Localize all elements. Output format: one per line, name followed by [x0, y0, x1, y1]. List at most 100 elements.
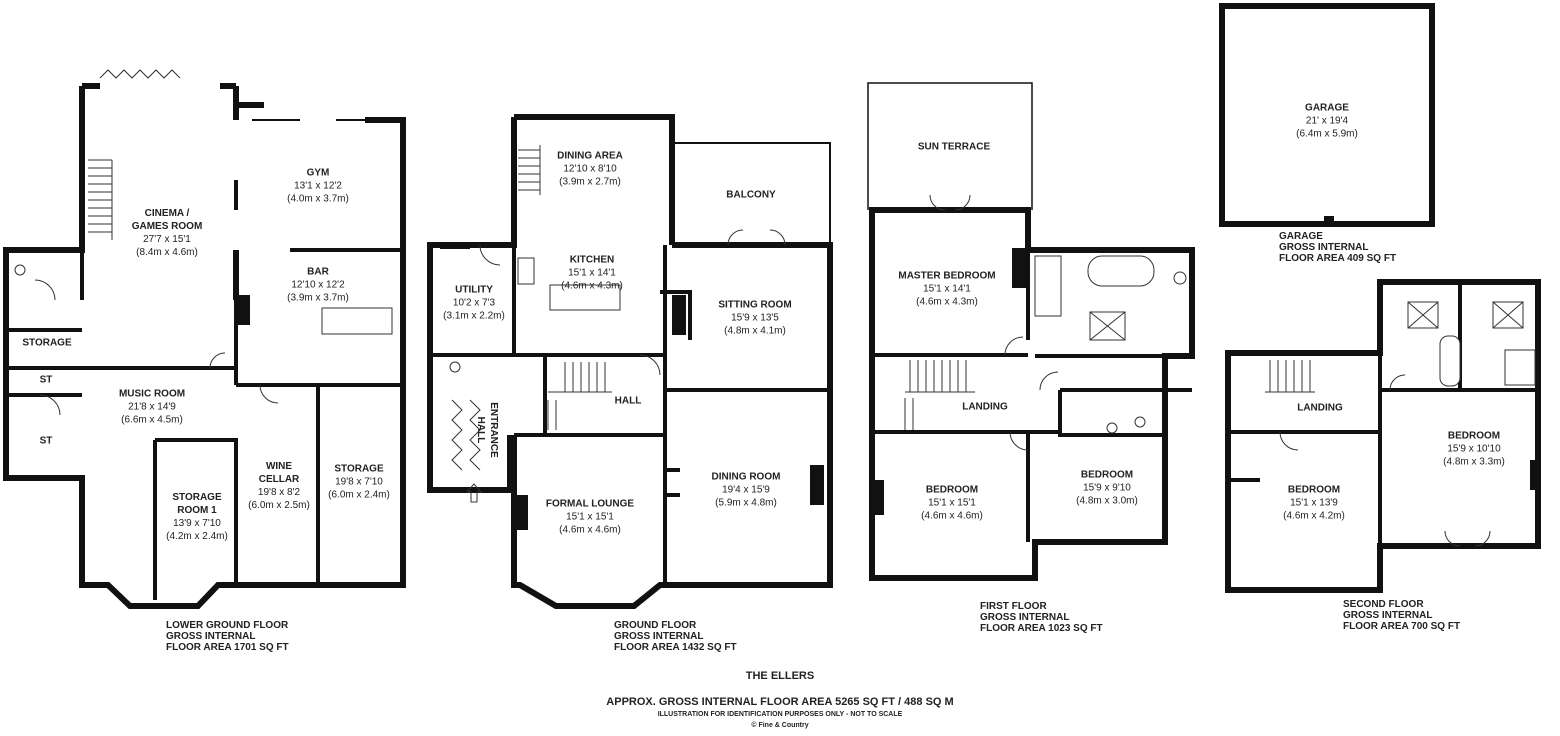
room-name: CINEMA /	[144, 208, 190, 219]
copyright: © Fine & Country	[751, 722, 809, 729]
room-sun-terrace: SUN TERRACE	[918, 141, 990, 154]
door-arc	[1279, 431, 1299, 451]
room-size: 19'8 x 7'10	[335, 476, 383, 488]
floor-caption-second: SECOND FLOOR GROSS INTERNAL FLOOR AREA 7…	[1343, 599, 1460, 632]
shower-tray-2	[1504, 349, 1536, 386]
door-arc	[259, 384, 279, 404]
room-name: BEDROOM	[1447, 430, 1501, 442]
chimney-breast	[514, 495, 528, 530]
room-master-bedroom: MASTER BEDROOM 15'1 x 14'1 (4.6m x 4.3m)	[898, 270, 995, 309]
ground-windows	[440, 116, 760, 586]
room-name: SITTING ROOM	[718, 299, 792, 311]
room-landing: LANDING	[1297, 402, 1343, 415]
room-bedroom: BEDROOM 15'1 x 13'9 (4.6m x 4.2m)	[1283, 484, 1345, 523]
room-name: ENTRANCE	[488, 402, 499, 458]
second-stairs	[1265, 360, 1315, 393]
room-size-metric: (4.0m x 3.7m)	[287, 193, 349, 205]
chimney-breast	[236, 295, 250, 325]
floor-caption-first: FIRST FLOOR GROSS INTERNAL FLOOR AREA 10…	[980, 601, 1103, 634]
first-stairs	[904, 360, 975, 430]
wc	[1134, 416, 1146, 428]
cinema-stairs	[88, 159, 113, 240]
caption-line: SECOND FLOOR	[1343, 599, 1424, 610]
door-arc	[639, 354, 661, 376]
wc	[14, 264, 26, 276]
hob	[517, 257, 535, 285]
caption-line: FLOOR AREA 409 SQ FT	[1279, 253, 1397, 264]
room-name: SUN TERRACE	[917, 141, 991, 153]
room-size: 27'7 x 15'1	[143, 234, 191, 245]
balcony-outline	[671, 142, 831, 245]
room-size: 15'9 x 13'5	[731, 312, 779, 324]
caption-line: GROSS INTERNAL	[1279, 242, 1369, 253]
room-name: BAR	[307, 266, 329, 278]
room-name: DINING ROOM	[711, 471, 781, 483]
entrance-arrow	[465, 483, 483, 503]
room-music: MUSIC ROOM 21'8 x 14'9 (6.6m x 4.5m)	[119, 388, 185, 427]
room-name: DINING AREA	[557, 150, 623, 162]
chimney-breast	[810, 465, 824, 505]
garage-post	[1324, 216, 1334, 226]
property-name: THE ELLERS	[745, 670, 815, 682]
room-st: ST	[40, 435, 53, 448]
caption-line: FIRST FLOOR	[980, 601, 1047, 612]
room-bedroom: BEDROOM 15'9 x 9'10 (4.8m x 3.0m)	[1076, 469, 1138, 508]
room-size: 13'1 x 12'2	[294, 180, 342, 192]
room-size: 15'1 x 15'1	[928, 497, 976, 509]
chimney-breast	[1530, 460, 1540, 490]
caption-line: GROSS INTERNAL	[980, 612, 1070, 623]
room-dining-room: DINING ROOM 19'4 x 15'9 (5.9m x 4.8m)	[712, 471, 781, 510]
room-size-metric: (4.8m x 4.1m)	[724, 325, 786, 337]
chimney-breast	[1012, 248, 1026, 288]
dining-stairs	[518, 145, 541, 195]
room-name: GAMES ROOM	[131, 221, 203, 232]
room-name: MUSIC ROOM	[118, 388, 186, 400]
door-arc	[727, 229, 744, 246]
hall-stairs	[547, 362, 612, 430]
room-name: LANDING	[1297, 402, 1343, 414]
room-size-metric: (4.6m x 4.2m)	[1283, 510, 1345, 522]
room-size-metric: (6.0m x 2.5m)	[248, 500, 310, 511]
room-size: 12'10 x 12'2	[291, 279, 345, 291]
room-size: 15'1 x 14'1	[923, 283, 971, 295]
wc	[449, 361, 461, 373]
room-size: 12'10 x 8'10	[563, 163, 617, 175]
room-cinema: CINEMA / GAMES ROOM 27'7 x 15'1 (8.4m x …	[132, 207, 203, 259]
caption-line: LOWER GROUND FLOOR	[166, 620, 289, 631]
room-size: 15'9 x 10'10	[1447, 443, 1501, 455]
room-dining-area: DINING AREA 12'10 x 8'10 (3.9m x 2.7m)	[557, 150, 623, 189]
room-name: FORMAL LOUNGE	[545, 498, 635, 510]
caption-line: FLOOR AREA 1701 SQ FT	[166, 642, 289, 653]
room-name: GARAGE	[1305, 102, 1349, 114]
kitchen-island	[549, 284, 621, 311]
door-arc	[1389, 374, 1406, 391]
room-storage: STORAGE	[22, 337, 71, 350]
room-size-metric: (4.8m x 3.0m)	[1076, 495, 1138, 507]
room-bar: BAR 12'10 x 12'2 (3.9m x 3.7m)	[287, 266, 349, 305]
room-gym: GYM 13'1 x 12'2 (4.0m x 3.7m)	[287, 167, 349, 206]
door-arc	[929, 194, 946, 211]
door-arc	[1039, 371, 1059, 391]
room-size-metric: (4.6m x 4.6m)	[921, 510, 983, 522]
room-sitting: SITTING ROOM 15'9 x 13'5 (4.8m x 4.1m)	[718, 299, 791, 338]
sun-terrace-outline	[867, 82, 1033, 210]
room-size-metric: (4.8m x 3.3m)	[1443, 456, 1505, 468]
door-arc	[1444, 530, 1461, 547]
room-name: CELLAR	[258, 474, 300, 485]
first-windows	[910, 249, 1180, 579]
room-size: 19'8 x 8'2	[257, 487, 301, 498]
room-storage-2: STORAGE 19'8 x 7'10 (6.0m x 2.4m)	[328, 463, 390, 502]
caption-line: GROSS INTERNAL	[166, 631, 256, 642]
room-landing: LANDING	[962, 401, 1008, 414]
room-size-metric: (4.6m x 4.6m)	[559, 524, 621, 536]
door-arc	[39, 394, 61, 416]
bar-counter	[321, 307, 393, 335]
skylight	[1089, 311, 1126, 341]
room-name: HALL	[475, 416, 486, 444]
door-arc	[769, 229, 786, 246]
room-size-metric: (6.6m x 4.5m)	[121, 414, 183, 426]
wc	[1106, 422, 1118, 434]
chimney-breast	[872, 480, 884, 515]
skylight	[1492, 301, 1524, 329]
room-name: KITCHEN	[569, 254, 615, 266]
